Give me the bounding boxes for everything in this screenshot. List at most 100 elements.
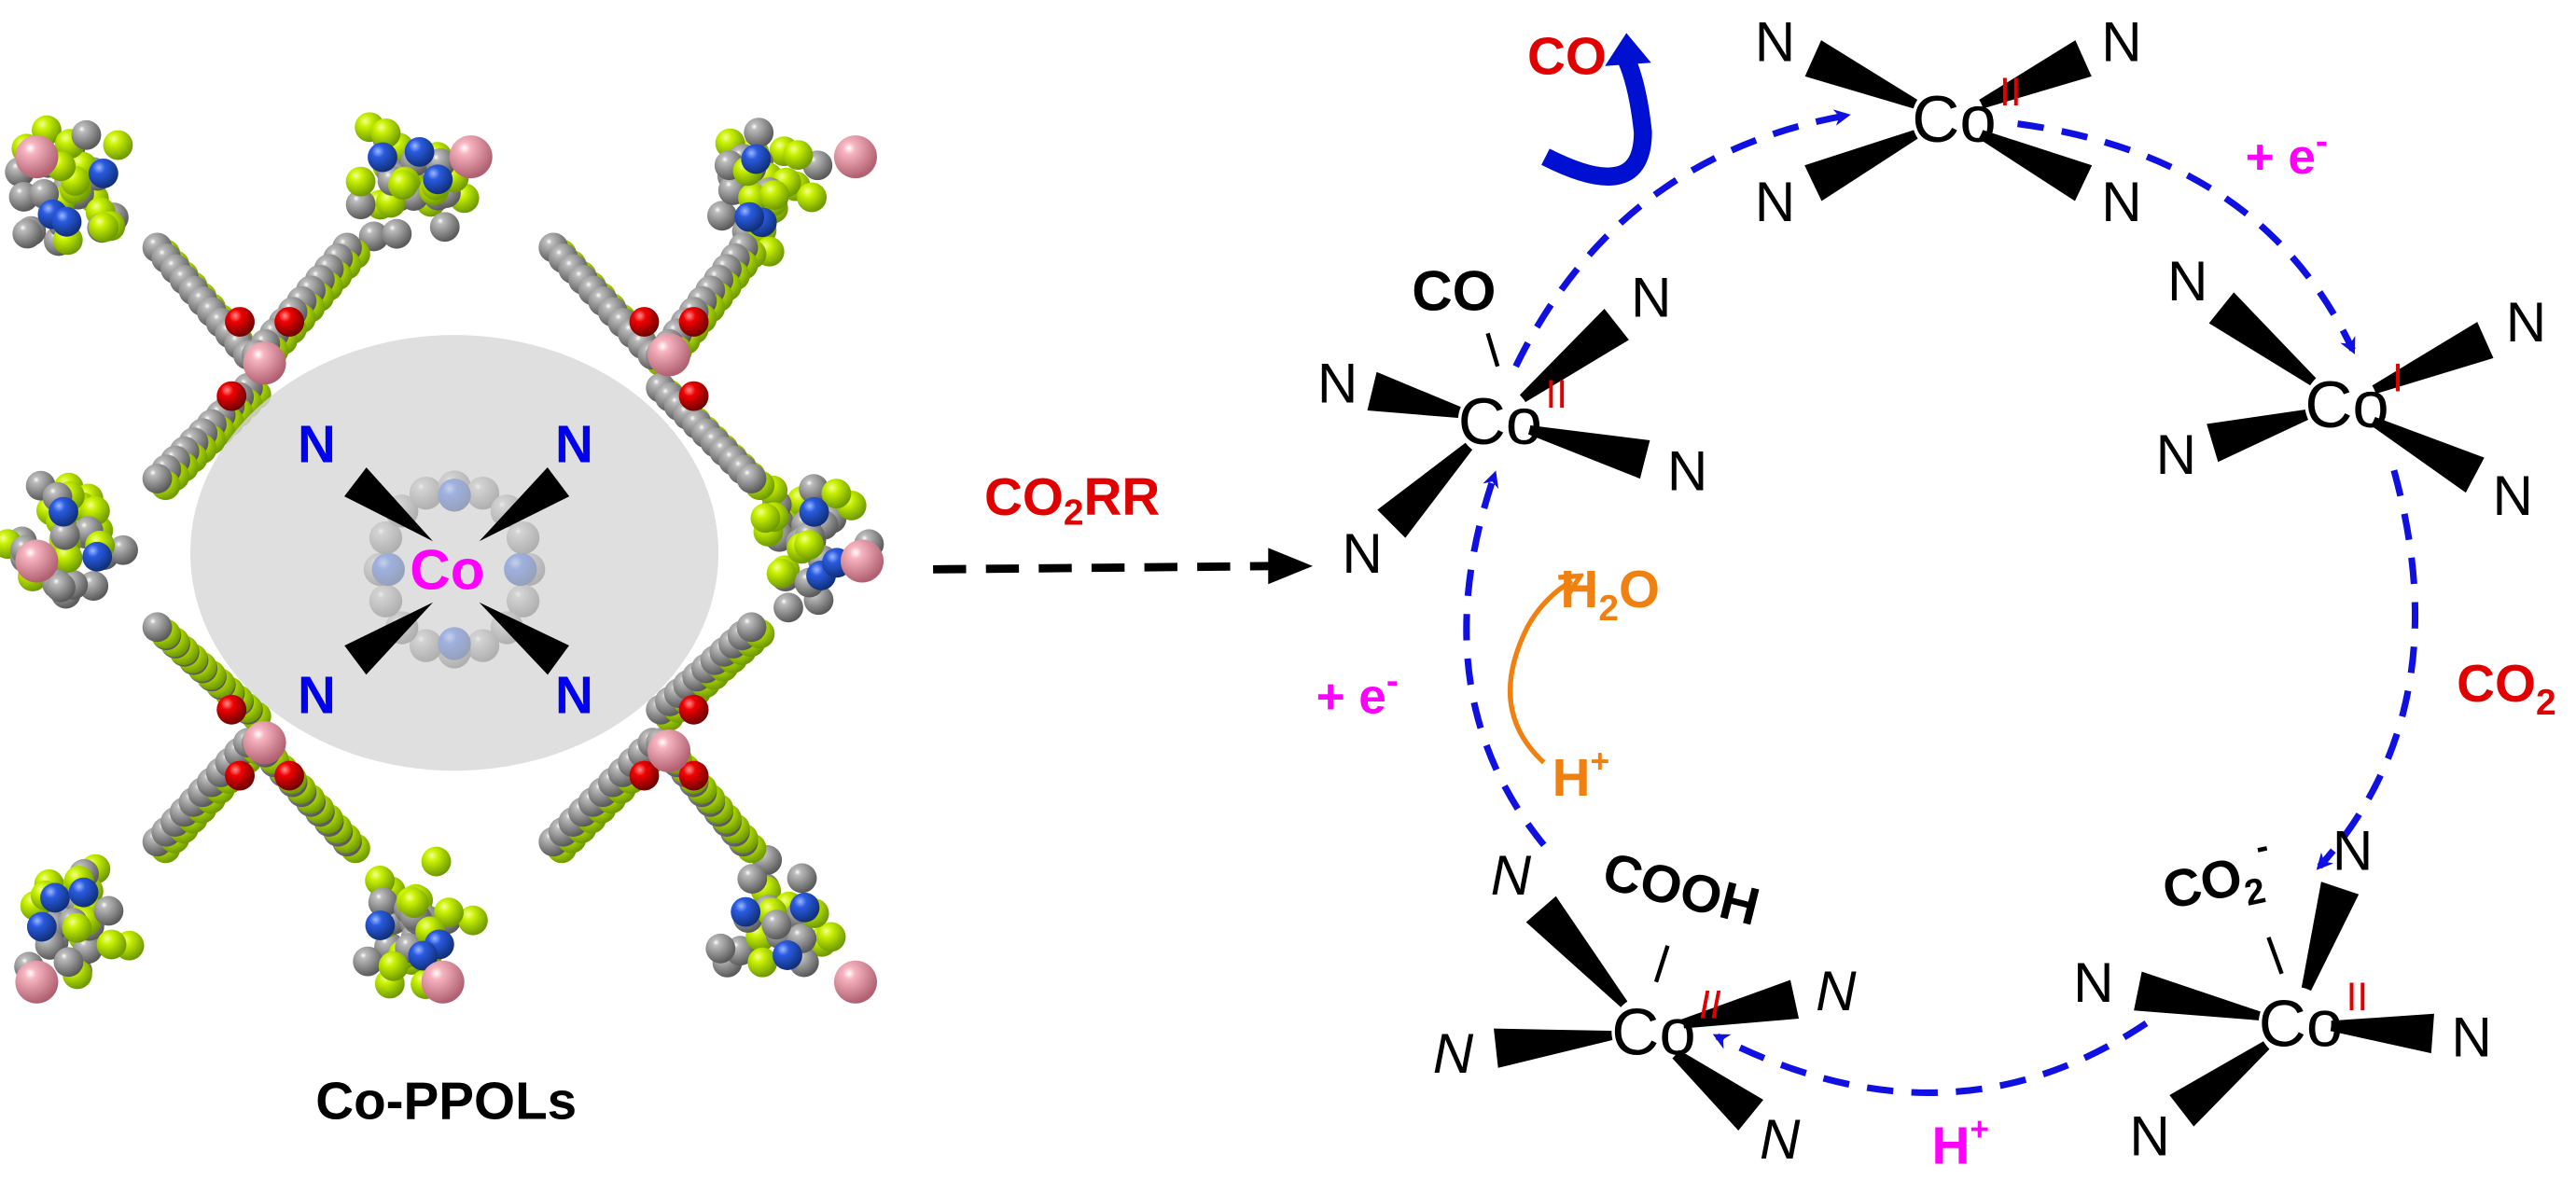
nitrogen-label: N [2156, 423, 2196, 486]
co2rr-arrow: CO2RR [933, 467, 1314, 585]
electron-label: + e- [2246, 122, 2328, 185]
atom-sphere [62, 912, 92, 943]
atom-sphere [369, 521, 403, 555]
co-product-label: CO [1527, 27, 1607, 86]
atom-sphere [345, 166, 376, 197]
atom-sphere [678, 760, 709, 791]
nitrogen-label: N [2332, 819, 2373, 882]
co2-adduct-label: CO2- [2154, 826, 2280, 931]
atom-sphere [747, 947, 778, 978]
atom-sphere [438, 627, 471, 660]
atom-sphere [787, 863, 817, 894]
atom-sphere [794, 530, 825, 561]
bond-wedge [1525, 895, 1649, 1032]
axial-bond [1485, 332, 1500, 368]
bond-wedge [1494, 421, 1650, 479]
proton-water-arrow [1507, 581, 1572, 765]
framework-labels: Co N N N N Co-PPOLs [298, 414, 593, 1130]
atom-sphere [53, 947, 84, 978]
atom-sphere [705, 933, 736, 964]
nitrogen-label: N [2129, 1104, 2169, 1167]
atom-sphere [274, 307, 305, 337]
atom-sphere [68, 877, 99, 908]
nitrogen-label: N [2167, 250, 2207, 312]
atom-sphere [647, 729, 691, 772]
atom-sphere [421, 846, 452, 877]
bond-wedge [2341, 404, 2485, 493]
atom-sphere [737, 864, 768, 894]
pore-highlight [189, 335, 719, 771]
atom-sphere [225, 307, 255, 337]
nitrogen-label: N [1342, 522, 1382, 585]
atom-sphere [833, 960, 877, 1004]
nitrogen-label: N [1317, 353, 1358, 415]
bond-wedge [1494, 308, 1629, 422]
co-adduct-label: CO [1412, 260, 1496, 323]
atom-sphere [398, 888, 429, 919]
atom-sphere [434, 897, 464, 928]
atom-sphere [382, 218, 412, 249]
atom-sphere [26, 911, 57, 942]
atom-sphere [773, 592, 803, 623]
atom-sphere [678, 307, 709, 337]
atom-sphere [371, 552, 405, 587]
atom-sphere [466, 476, 500, 510]
atom-sphere [216, 381, 247, 411]
atom-sphere [815, 922, 846, 952]
bond-wedge [2294, 882, 2360, 1023]
axial-bond [1653, 945, 1670, 983]
atom-sphere [421, 960, 465, 1004]
bond-wedge [1494, 1028, 1649, 1068]
atom-sphere [409, 476, 443, 510]
nitrogen-label: N [1667, 439, 1707, 502]
bond-wedge [2341, 322, 2494, 405]
atom-sphere [15, 539, 59, 583]
bond-wedge [479, 467, 570, 542]
water-label: H2O [1560, 560, 1660, 629]
axial-bond [2266, 937, 2284, 975]
atom-sphere [506, 584, 540, 618]
atom-sphere [103, 130, 133, 160]
atom-sphere [731, 896, 761, 927]
oxidation-state: II [2346, 975, 2369, 1019]
atom-sphere [12, 218, 43, 249]
bond-wedge [479, 602, 569, 675]
atom-sphere [46, 572, 76, 603]
atom-sphere [741, 144, 772, 174]
nitrogen-label: N [2451, 1006, 2491, 1068]
atom-sphere [799, 496, 829, 527]
atom-sphere [409, 629, 443, 662]
atom-sphere [466, 629, 500, 662]
atom-sphere [821, 479, 852, 509]
atom-sphere [789, 892, 820, 923]
nitrogen-label: N [1816, 960, 1857, 1022]
atom-sphere [369, 584, 403, 618]
nitrogen-label: N [2073, 951, 2113, 1014]
atom-sphere [378, 951, 409, 981]
cobalt-label: Co [410, 539, 484, 602]
co2rr-label: CO2RR [984, 467, 1160, 534]
atom-sphere [761, 909, 792, 940]
proton-label: H+ [1553, 743, 1610, 807]
nitrogen-label: N [1755, 171, 1795, 233]
atom-sphere [51, 206, 82, 237]
atom-sphere [370, 118, 401, 148]
atom-sphere [408, 940, 439, 971]
oxidation-state: II [1546, 372, 1568, 416]
bond-wedge [1948, 40, 2092, 119]
atom-sphere [438, 479, 471, 512]
atom-sphere [368, 142, 397, 173]
atom-sphere [759, 180, 789, 211]
atom-sphere [93, 895, 124, 926]
atom-sphere [15, 960, 59, 1004]
nitrogen-label: N [298, 665, 336, 724]
atom-sphere [783, 140, 814, 171]
atom-sphere [142, 612, 173, 643]
atom-sphere [387, 170, 418, 201]
atom-sphere [243, 341, 286, 385]
atom-sphere [773, 940, 802, 970]
atom-sphere [345, 189, 376, 220]
cycle-species-labels: CO + e- + e- CO2 H+ H+ H2O CO COOH CO2- [1316, 27, 2556, 1175]
